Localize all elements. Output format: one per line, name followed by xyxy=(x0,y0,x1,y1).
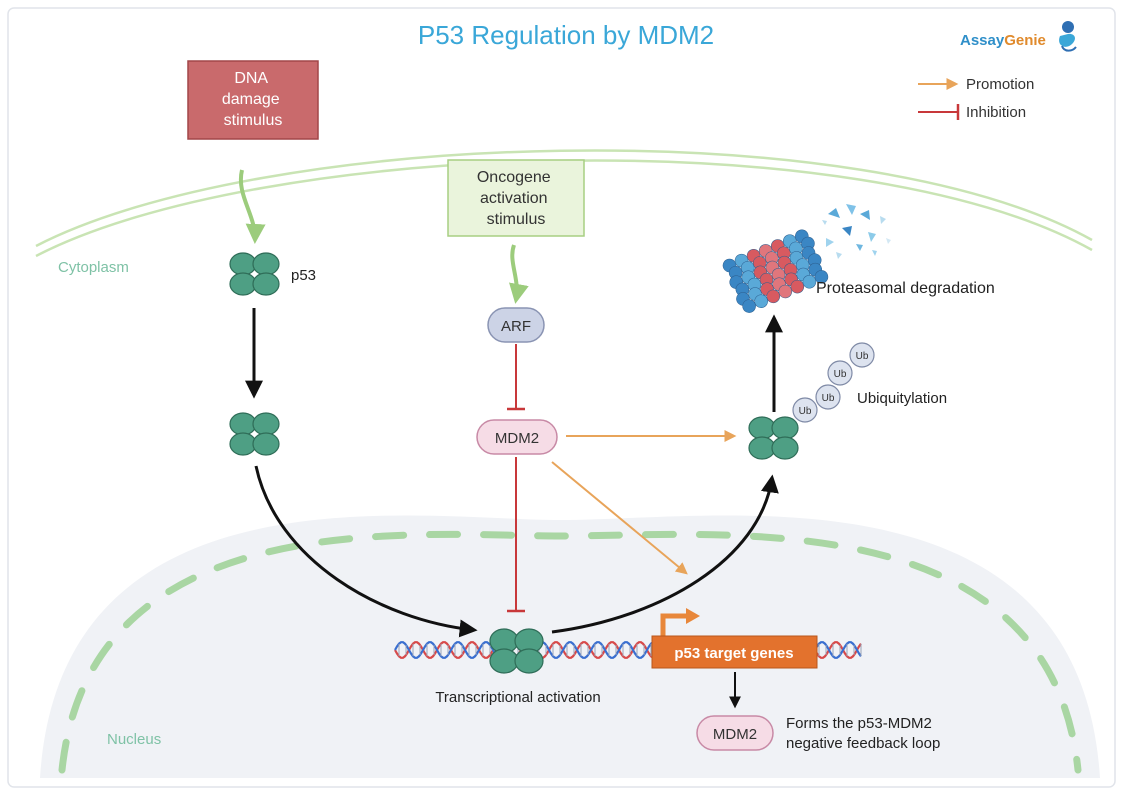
brand-prefix: Assay xyxy=(960,32,1005,49)
promoter-arrow-icon xyxy=(660,613,688,636)
feedback-caption-line-1: Forms the p53-MDM2 xyxy=(786,715,932,732)
p53-nuclear-export-arrow xyxy=(551,474,779,634)
cytoplasm-label: Cytoplasm xyxy=(58,259,129,276)
legend-promotion-label: Promotion xyxy=(966,76,1034,93)
nuclear-envelope xyxy=(58,530,1082,774)
arf-protein: ARF xyxy=(487,307,545,343)
arf-label: ARF xyxy=(501,318,531,335)
svg-text:Oncogene activation: Oncogene activation stimulus xyxy=(477,169,555,228)
p53-tetramer-stabilized xyxy=(229,412,280,456)
ubiquitylation-label: Ubiquitylation xyxy=(857,390,947,407)
p53-label: p53 xyxy=(291,267,316,284)
p53-nuclear-import-arrow xyxy=(254,465,478,638)
oncogene-line-1: Oncogene xyxy=(477,169,551,186)
feedback-caption-line-2: negative feedback loop xyxy=(786,735,940,752)
ubiquitin-4 xyxy=(849,342,875,368)
dna-damage-arrow xyxy=(238,169,266,244)
oncogene-stimulus-box: Oncogene activation stimulus xyxy=(447,159,585,237)
genie-mascot-icon xyxy=(1059,21,1077,52)
p53-target-genes-box: p53 target genes xyxy=(651,635,818,669)
oncogene-line-3: stimulus xyxy=(487,211,546,228)
legend-inhibition-label: Inhibition xyxy=(966,104,1026,121)
svg-text:AssayGenie: AssayGenie xyxy=(960,32,1046,49)
oncogene-line-2: activation xyxy=(480,190,548,207)
degraded-peptides-icon xyxy=(822,204,891,259)
svg-text:DNA damage stimulu: DNA damage stimulus xyxy=(222,70,284,129)
p53-tetramer-cytoplasm xyxy=(229,252,280,296)
dna-damage-line-2: damage xyxy=(222,91,280,108)
assaygenie-logo: AssayGenie xyxy=(960,21,1077,52)
mdm2-label: MDM2 xyxy=(495,430,539,447)
mdm2-promotes-target-gene xyxy=(551,461,688,575)
nucleus-label: Nucleus xyxy=(107,731,161,748)
dna-damage-line-3: stimulus xyxy=(224,112,283,129)
diagram-title: P53 Regulation by MDM2 xyxy=(418,20,714,50)
ubiquitin-2-label: Ub xyxy=(822,393,835,404)
p53-tetramer-dna-bound xyxy=(489,628,544,674)
dna-damage-stimulus-box: DNA damage stimulus xyxy=(187,60,319,140)
frame-border xyxy=(7,7,1116,788)
nucleus-region xyxy=(40,515,1100,778)
ubiquitin-4-label: Ub xyxy=(856,351,869,362)
cell-membrane-outer xyxy=(35,149,1093,248)
ubiquitin-3 xyxy=(827,360,853,386)
ubiquitin-2 xyxy=(815,384,841,410)
brand-suffix: Genie xyxy=(1004,32,1046,49)
ubiquitin-chain: Ub Ub Ub Ub xyxy=(792,342,875,423)
feedback-loop-caption: Forms the p53-MDM2 negative feedback loo… xyxy=(786,715,940,752)
target-genes-label: p53 target genes xyxy=(674,645,793,662)
transcriptional-activation-label: Transcriptional activation xyxy=(435,689,600,706)
oncogene-arrow xyxy=(509,244,529,304)
ubiquitin-3-label: Ub xyxy=(834,369,847,380)
ubiquitin-1 xyxy=(792,397,818,423)
legend: Promotion Inhibition xyxy=(918,76,1034,121)
mdm2-feedback-label: MDM2 xyxy=(713,726,757,743)
proteasome-icon xyxy=(722,229,829,313)
dna-damage-line-1: DNA xyxy=(234,70,268,87)
mdm2-feedback-protein: MDM2 xyxy=(696,715,774,751)
ubiquitin-1-label: Ub xyxy=(799,406,812,417)
proteasomal-degradation-label: Proteasomal degradation xyxy=(816,280,995,297)
mdm2-protein: MDM2 xyxy=(476,419,558,455)
p53-tetramer-ubiquitylated xyxy=(748,416,799,460)
